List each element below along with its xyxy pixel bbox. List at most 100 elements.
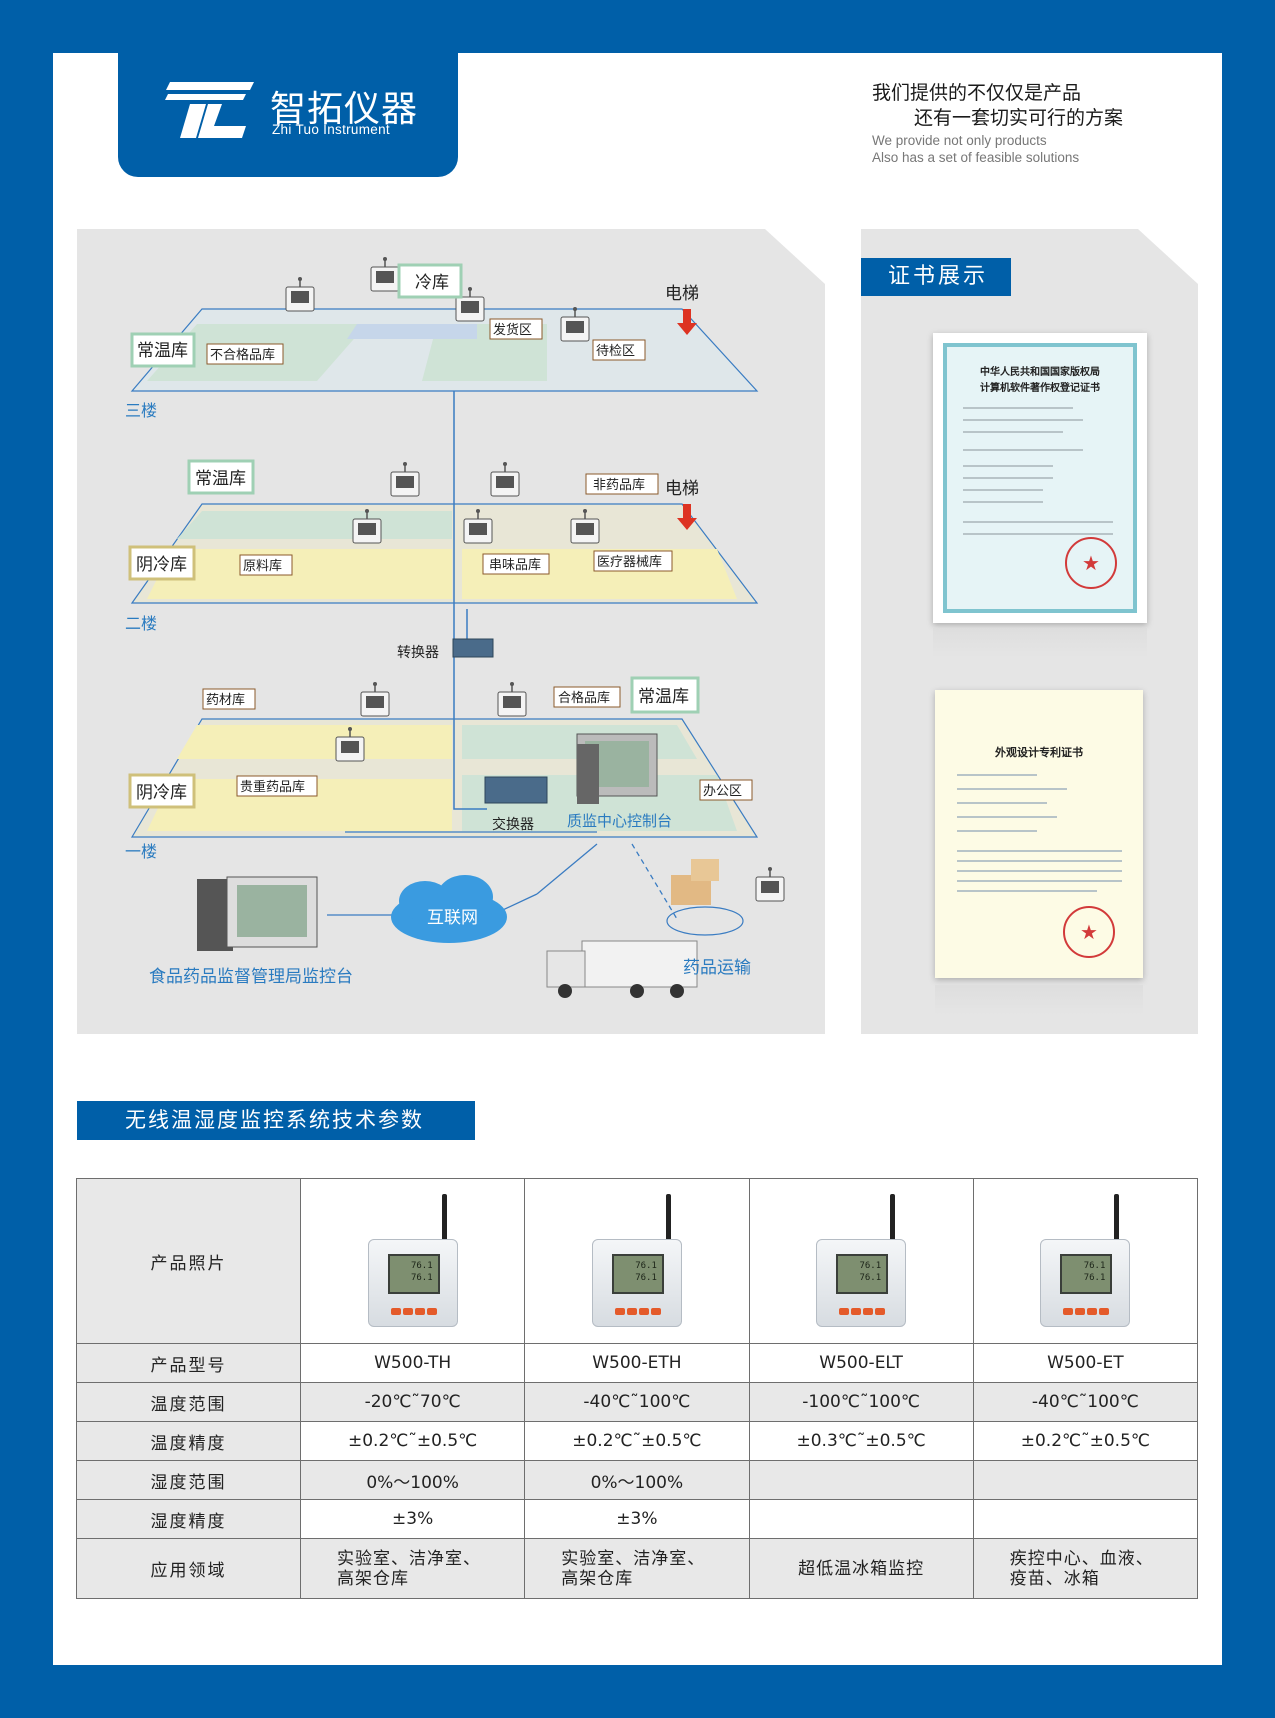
diagram-floor3-label-2: 冷库 (415, 273, 449, 293)
temp-accuracy-cell: ±0.2℃˜±0.5℃ (299, 1421, 526, 1461)
table-row: 湿度范围 0%～100% 0%～100% (76, 1460, 1199, 1500)
diagram-floor2-label-1: 阴冷库 (136, 555, 187, 575)
row-label-temp-accuracy: 温度精度 (76, 1421, 301, 1461)
monitoring-network-diagram: 常温库 不合格品库 冷库 发货区 待检区 电梯 三楼 常温库 阴冷库 原料库 非… (77, 229, 825, 1034)
cert1-reflection (933, 628, 1147, 658)
hum-range-cell: 0%～100% (299, 1460, 526, 1500)
diagram-floor1-label-0: 药材库 (206, 692, 245, 708)
slogan-cn-line2: 还有一套切实可行的方案 (914, 107, 1124, 129)
specs-section-title: 无线温湿度监控系统技术参数 (77, 1101, 475, 1140)
slogan-cn-line1: 我们提供的不仅仅是产品 (872, 82, 1082, 104)
temp-accuracy-cell: ±0.3℃˜±0.5℃ (748, 1421, 974, 1461)
diagram-floor1-label-4: 贵重药品库 (240, 779, 305, 795)
diagram-floor2-label-6: 电梯 (665, 479, 699, 499)
diagram-floor3-level: 三楼 (125, 401, 157, 420)
application-cell: 实验室、洁净室、高架仓库 (299, 1538, 526, 1599)
diagram-floor3-label-3: 发货区 (493, 322, 532, 338)
temp-accuracy-cell: ±0.2℃˜±0.5℃ (972, 1421, 1199, 1461)
diagram-switch-label: 交换器 (492, 816, 534, 833)
application-cell: 超低温冰箱监控 (748, 1538, 974, 1599)
cert1-title: 计算机软件著作权登记证书 (980, 383, 1100, 394)
diagram-floor1-label-2: 常温库 (638, 687, 689, 707)
temp-accuracy-cell: ±0.2℃˜±0.5℃ (524, 1421, 750, 1461)
table-row: 产品型号 W500-TH W500-ETH W500-ELT W500-ET (76, 1343, 1199, 1383)
zt-logo-icon (165, 82, 254, 138)
software-copyright-certificate: 中华人民共和国国家版权局 计算机软件著作权登记证书 (933, 333, 1147, 623)
red-seal-icon (1065, 537, 1117, 589)
diagram-qc-center-label: 质监中心控制台 (567, 812, 672, 830)
cert2-title: 外观设计专利证书 (995, 746, 1083, 759)
patent-seal-icon (1063, 906, 1115, 958)
slogan-en-line1: We provide not only products (872, 133, 1047, 148)
diagram-internet-label: 互联网 (427, 908, 478, 928)
diagram-floor2-level: 二楼 (125, 614, 157, 633)
diagram-floor3-label-4: 待检区 (596, 344, 635, 359)
row-label-hum-range: 湿度范围 (76, 1460, 301, 1500)
diagram-floor2-label-0: 常温库 (195, 469, 246, 489)
hum-range-cell (748, 1460, 974, 1500)
diagram-floor3-label-0: 常温库 (137, 341, 188, 361)
model-cell: W500-TH (299, 1343, 526, 1383)
antenna-icon (665, 1193, 671, 1246)
diagram-converter-label: 转换器 (397, 644, 439, 661)
diagram-transport-label: 药品运输 (683, 958, 751, 978)
hum-accuracy-cell: ±3% (524, 1499, 750, 1539)
application-cell: 实验室、洁净室、高架仓库 (524, 1538, 750, 1599)
model-cell: W500-ETH (524, 1343, 750, 1383)
logo-banner (118, 53, 458, 177)
row-label-model: 产品型号 (76, 1343, 301, 1383)
row-label-temp-range: 温度范围 (76, 1382, 301, 1422)
design-patent-certificate: 外观设计专利证书 (935, 690, 1143, 978)
diagram-fda-console-label: 食品药品监督管理局监控台 (149, 967, 353, 987)
diagram-floor1-label-3: 阴冷库 (136, 783, 187, 803)
diagram-floor2-label-4: 串味品库 (489, 557, 541, 573)
table-row: 湿度精度 ±3% ±3% (76, 1499, 1199, 1539)
row-label-application: 应用领域 (76, 1538, 301, 1599)
cert1-header: 中华人民共和国国家版权局 (980, 367, 1100, 378)
temp-range-cell: -100℃˜100℃ (748, 1382, 974, 1422)
internet-cloud-icon (391, 875, 507, 943)
model-cell: W500-ET (972, 1343, 1199, 1383)
certificates-title: 证书展示 (861, 258, 1011, 296)
slogan-en-line2: Also has a set of feasible solutions (872, 150, 1080, 165)
row-label-photo: 产品照片 (76, 1178, 301, 1344)
table-row: 温度精度 ±0.2℃˜±0.5℃ ±0.2℃˜±0.5℃ ±0.3℃˜±0.5℃… (76, 1421, 1199, 1461)
brand-name-en: Zhi Tuo Instrument (272, 122, 390, 137)
hum-range-cell (972, 1460, 1199, 1500)
hum-accuracy-cell (972, 1499, 1199, 1539)
antenna-icon (1114, 1193, 1120, 1246)
diagram-floor2-label-2: 原料库 (243, 558, 282, 574)
model-cell: W500-ELT (748, 1343, 974, 1383)
cert2-reflection (935, 985, 1143, 1015)
diagram-floor2-label-5: 医疗器械库 (597, 554, 662, 570)
temp-range-cell: -40℃˜100℃ (524, 1382, 750, 1422)
row-label-hum-accuracy: 湿度精度 (76, 1499, 301, 1539)
temp-range-cell: -40℃˜100℃ (972, 1382, 1199, 1422)
hum-accuracy-cell: ±3% (299, 1499, 526, 1539)
diagram-floor3-label-5: 电梯 (665, 284, 699, 304)
diagram-floor1-label-5: 办公区 (703, 784, 742, 799)
hum-accuracy-cell (748, 1499, 974, 1539)
diagram-floor1-label-1: 合格品库 (558, 690, 610, 706)
diagram-floor3-label-1: 不合格品库 (210, 347, 275, 363)
brand-name-cn: 智拓仪器 (270, 89, 419, 130)
table-row: 应用领域 实验室、洁净室、高架仓库 实验室、洁净室、高架仓库 超低温冰箱监控 疾… (76, 1538, 1199, 1599)
hum-range-cell: 0%～100% (524, 1460, 750, 1500)
diagram-floor2-label-3: 非药品库 (593, 477, 645, 493)
table-row: 温度范围 -20℃˜70℃ -40℃˜100℃ -100℃˜100℃ -40℃˜… (76, 1382, 1199, 1422)
antenna-icon (890, 1193, 896, 1246)
temp-range-cell: -20℃˜70℃ (299, 1382, 526, 1422)
